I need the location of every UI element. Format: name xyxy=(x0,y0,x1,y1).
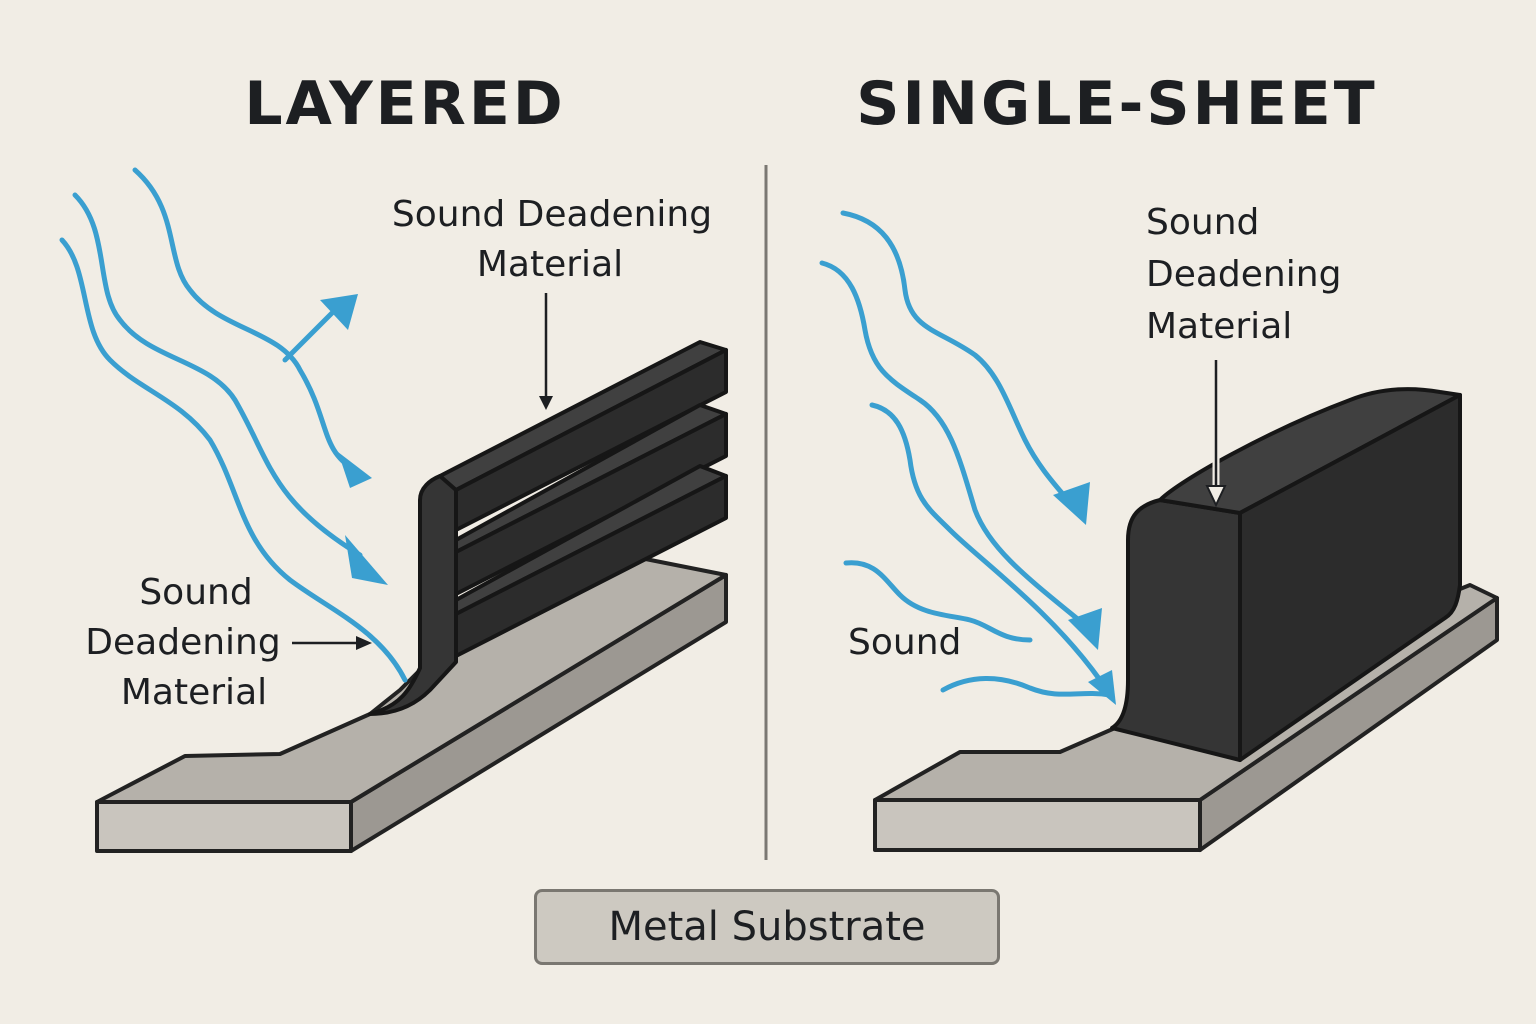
pointer-arrow-icon xyxy=(1205,485,1227,508)
layered-deadening-material xyxy=(368,340,728,716)
sound-wave-arrow-icon xyxy=(1088,670,1116,705)
left-top-label-line1: Sound Deadening xyxy=(392,194,712,235)
sound-label: Sound xyxy=(848,622,961,663)
single-sheet-deadening-material xyxy=(1110,387,1462,762)
layer-2 xyxy=(454,403,728,596)
sound-wave xyxy=(819,260,1088,628)
left-side-label-line3: Material xyxy=(121,672,267,713)
reflected-wave xyxy=(282,302,343,363)
sheet-top-face xyxy=(1158,387,1462,515)
sheet-front-face xyxy=(1110,498,1242,762)
layer-3 xyxy=(454,464,728,658)
pointer-arrow-icon xyxy=(539,396,553,410)
right-sound-waves xyxy=(819,210,1116,705)
sound-wave-arrow-icon xyxy=(1053,482,1090,525)
sound-wave-arrow-icon xyxy=(338,452,372,488)
sound-wave xyxy=(59,237,408,683)
left-panel-title: LAYERED xyxy=(244,69,565,139)
reflected-arrow-icon xyxy=(320,294,358,330)
left-top-label-line2: Material xyxy=(477,244,623,285)
sound-wave-arrow-icon xyxy=(345,535,388,585)
right-top-label-line3: Material xyxy=(1146,306,1292,347)
left-substrate-front xyxy=(95,800,353,853)
right-panel-title: SINGLE-SHEET xyxy=(856,69,1377,139)
sound-wave xyxy=(72,192,363,558)
metal-substrate-legend: Metal Substrate xyxy=(534,889,1000,965)
right-top-label-line2: Deadening xyxy=(1146,254,1341,295)
left-sound-waves xyxy=(59,167,408,683)
left-top-label: Sound Deadening Material xyxy=(392,194,712,410)
right-top-label: Sound Deadening Material xyxy=(1146,202,1341,508)
sound-wave xyxy=(840,210,1075,508)
left-side-label: Sound Deadening Material xyxy=(85,572,372,713)
legend-label: Metal Substrate xyxy=(608,904,926,950)
layered-curl xyxy=(368,474,458,716)
sound-wave-arrow-icon xyxy=(1068,608,1102,650)
sound-wave xyxy=(869,402,1103,683)
layer-1 xyxy=(438,340,728,532)
right-top-label-line1: Sound xyxy=(1146,202,1259,243)
sound-wave xyxy=(940,676,1113,698)
right-substrate-front xyxy=(873,798,1202,852)
sound-wave xyxy=(132,167,358,473)
left-metal-substrate xyxy=(95,548,728,853)
sheet-side-face xyxy=(1238,393,1462,762)
pointer-arrow-icon xyxy=(356,636,372,650)
sound-wave xyxy=(843,560,1033,643)
left-side-label-line1: Sound xyxy=(139,572,252,613)
left-side-label-line2: Deadening xyxy=(85,622,280,663)
